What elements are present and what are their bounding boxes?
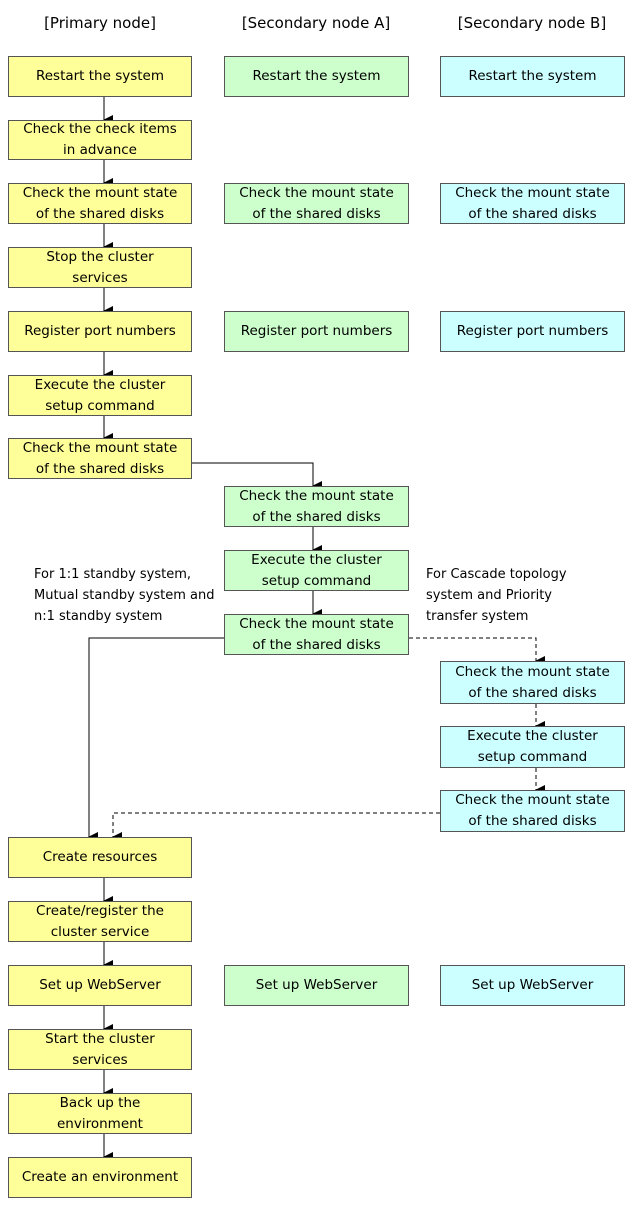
primary-step-create-env: Create an environment [8, 1157, 192, 1198]
secondary-a-step-register-ports: Register port numbers [224, 311, 409, 352]
primary-step-register-ports: Register port numbers [8, 311, 192, 352]
primary-step-start-cluster: Start the cluster services [8, 1029, 192, 1070]
note-standby-systems: For 1:1 standby system, Mutual standby s… [34, 567, 215, 624]
arrow-a6-b4 [409, 637, 545, 666]
secondary-b-step-check-mount-1: Check the mount state of the shared disk… [440, 183, 625, 224]
secondary-b-step-restart-system: Restart the system [440, 56, 625, 97]
primary-step-register-service: Create/register the cluster service [8, 901, 192, 942]
primary-step-execute-setup: Execute the cluster setup command [8, 375, 192, 416]
primary-step-check-items: Check the check items in advance [8, 120, 192, 160]
secondary-a-step-check-mount-2: Check the mount state of the shared disk… [224, 486, 409, 527]
secondary-b-step-check-mount-3: Check the mount state of the shared disk… [440, 790, 625, 832]
secondary-a-step-setup-webserver: Set up WebServer [224, 965, 409, 1006]
secondary-b-step-check-mount-2: Check the mount state of the shared disk… [440, 661, 625, 704]
secondary-a-step-check-mount-1: Check the mount state of the shared disk… [224, 183, 409, 224]
primary-step-check-mount-1: Check the mount state of the shared disk… [8, 183, 192, 224]
secondary-a-step-check-mount-3: Check the mount state of the shared disk… [224, 614, 409, 655]
secondary-a-step-restart-system: Restart the system [224, 56, 409, 97]
secondary-node-b-header: [Secondary node B] [457, 14, 607, 32]
arrow-b6-p8 [112, 812, 440, 842]
secondary-b-step-register-ports: Register port numbers [440, 311, 625, 352]
note-cascade-systems: For Cascade topology system and Priority… [426, 567, 567, 624]
primary-step-create-resources: Create resources [8, 837, 192, 878]
secondary-b-step-execute-setup: Execute the cluster setup command [440, 726, 625, 768]
secondary-node-a-header: [Secondary node A] [241, 14, 391, 32]
primary-node-header: [Primary node] [44, 14, 156, 32]
primary-step-check-mount-2: Check the mount state of the shared disk… [8, 438, 192, 479]
secondary-b-step-setup-webserver: Set up WebServer [440, 965, 625, 1006]
primary-step-setup-webserver: Set up WebServer [8, 965, 192, 1006]
arrow-a6-p8 [88, 637, 224, 842]
primary-step-stop-cluster: Stop the cluster services [8, 247, 192, 288]
arrow-p7-a4 [192, 462, 322, 491]
secondary-a-step-execute-setup: Execute the cluster setup command [224, 550, 409, 591]
primary-step-backup-env: Back up the environment [8, 1093, 192, 1134]
primary-step-restart-system: Restart the system [8, 56, 192, 97]
